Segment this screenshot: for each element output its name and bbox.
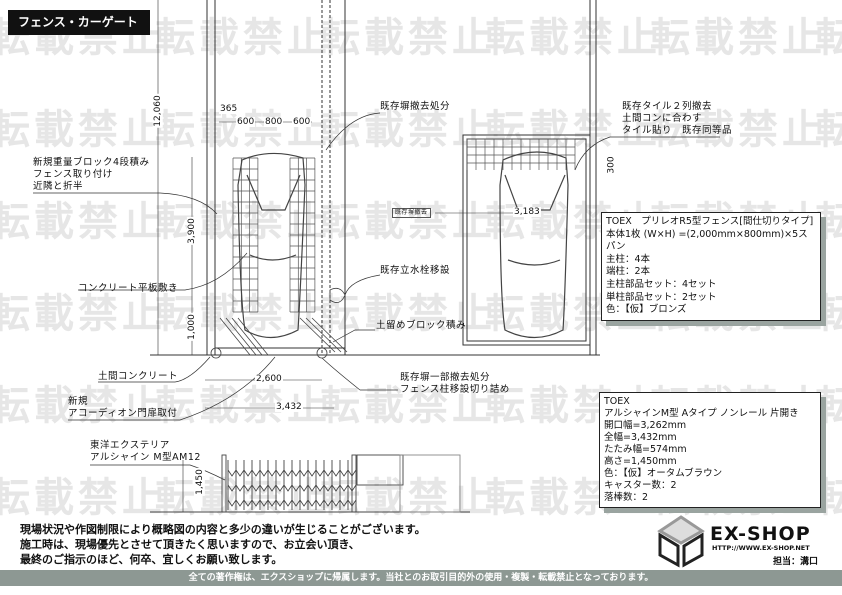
label-concrete-slab: コンクリート平板敷き — [78, 283, 179, 294]
leaders — [33, 112, 720, 481]
car-outline — [237, 151, 569, 339]
dim-3183: 3,183 — [513, 207, 541, 217]
dim-2600: 2,600 — [255, 374, 283, 384]
small-tag: 既存塀撤去 — [392, 208, 431, 218]
logo-url: HTTP://WWW.EX-SHOP.NET — [712, 544, 810, 552]
dim-600b: 600 — [292, 117, 312, 127]
label-earth-concrete: 土間コンクリート — [98, 371, 179, 382]
logo-name: EX-SHOP — [710, 523, 811, 545]
logo-box-icon — [657, 515, 705, 568]
label-faucet: 既存立水栓移設 — [380, 265, 451, 276]
label-accordion: 新規アコーディオン門扉取付 — [68, 396, 178, 419]
label-remove-wall: 既存塀撤去処分 — [380, 101, 451, 112]
label-tile: 既存タイル２列撤去土間コンに合わすタイル貼り 既存同等品 — [622, 101, 733, 136]
dim-1000: 1,000 — [186, 313, 197, 341]
dim-3900: 3,900 — [186, 217, 197, 245]
dim-800: 800 — [264, 117, 284, 127]
ex-shop-logo: EX-SHOP HTTP://WWW.EX-SHOP.NET 担当：溝口 — [656, 513, 826, 568]
page-title: フェンス・カーゲート — [8, 10, 150, 35]
dim-1450: 1,450 — [194, 468, 205, 496]
disclaimer-notes: 現場状況や作図制限により概略図の内容と多少の違いが生じることがございます。施工時… — [20, 523, 426, 566]
label-stop-block: 土留めブロック積み — [376, 320, 467, 331]
dim-total-depth: 12,060 — [152, 94, 163, 128]
dim-3432: 3,432 — [275, 402, 303, 412]
dimension-lines — [157, 0, 520, 512]
gate-elevation — [150, 454, 470, 513]
dim-600a: 600 — [236, 117, 256, 127]
fence-spec-box: TOEX プリレオR5型フェンス[間仕切りタイプ]本体1枚 (W×H) =(2,… — [601, 212, 821, 321]
staff-name: 担当：溝口 — [772, 557, 818, 567]
tile-grid — [232, 138, 576, 313]
copyright-footer: 全ての著作権は、エクスショップに帰属します。当社とのお取引目的外の使用・複製・転… — [0, 570, 842, 586]
label-new-block: 新規重量ブロック4段積みフェンス取り付け近隣と折半 — [33, 157, 150, 192]
hatch-blocks — [210, 287, 348, 359]
dim-365: 365 — [219, 104, 239, 114]
label-partial-remove: 既存塀一部撤去処分フェンス柱移設切り詰め — [400, 372, 510, 395]
dim-300: 300 — [606, 155, 617, 175]
label-elevation: 東洋エクステリアアルシャイン M型AM12 — [90, 440, 201, 463]
boundary-lines — [150, 0, 600, 356]
